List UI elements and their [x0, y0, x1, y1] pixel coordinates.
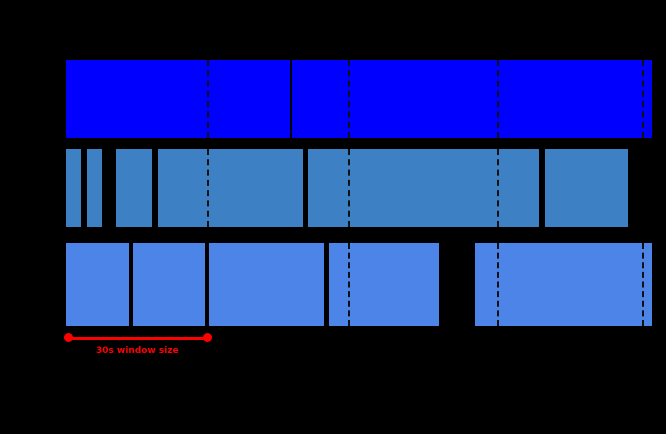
- segment-bar[interactable]: [87, 149, 102, 227]
- timeline-lane-3: [0, 243, 666, 326]
- annotation-line: [68, 337, 207, 340]
- annotation-endpoint-left: [64, 333, 73, 342]
- timeline-lane-1: [0, 60, 666, 138]
- annotation-label: 30s window size: [96, 346, 179, 356]
- segment-bar[interactable]: [292, 60, 652, 138]
- segment-bar[interactable]: [329, 243, 439, 326]
- segment-bar[interactable]: [66, 243, 129, 326]
- segment-bar[interactable]: [133, 243, 205, 326]
- segment-bar[interactable]: [66, 60, 290, 138]
- annotation-endpoint-right: [203, 333, 212, 342]
- timeline-lane-2: [0, 149, 666, 227]
- segment-bar[interactable]: [209, 243, 324, 326]
- x-axis-title: Time (s): [330, 400, 375, 413]
- segment-bar[interactable]: [158, 149, 303, 227]
- segment-bar[interactable]: [308, 149, 539, 227]
- segment-bar[interactable]: [66, 149, 81, 227]
- segment-bar[interactable]: [545, 149, 628, 227]
- segment-bar[interactable]: [116, 149, 152, 227]
- segment-bar[interactable]: [475, 243, 652, 326]
